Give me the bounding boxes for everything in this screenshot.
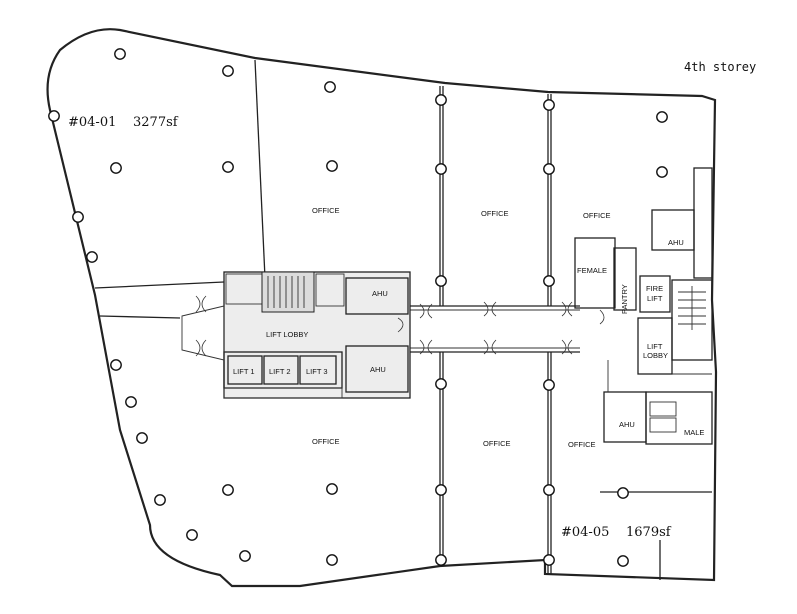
office-nc-label: OFFICE — [481, 209, 509, 218]
column-marker — [48, 110, 60, 122]
room-labels: OFFICE OFFICE OFFICE OFFICE OFFICE OFFIC… — [233, 206, 704, 449]
column-marker — [543, 163, 555, 175]
unit-id-04-05: #04-05 — [561, 525, 609, 540]
building-outline — [46, 28, 718, 588]
column-marker — [617, 555, 629, 567]
fire-lift-label-1: FIRE — [646, 284, 663, 293]
column-marker — [326, 554, 338, 566]
storey-label: 4th storey — [684, 60, 757, 74]
office-se-label: OFFICE — [568, 440, 596, 449]
column-marker — [543, 275, 555, 287]
column-marker — [125, 396, 137, 408]
column-marker — [239, 550, 251, 562]
female-label: FEMALE — [577, 266, 607, 275]
column-marker — [435, 163, 447, 175]
unit-area-04-05: 1679sf — [626, 525, 672, 540]
column-marker — [435, 484, 447, 496]
column-marker — [222, 484, 234, 496]
column-marker — [435, 554, 447, 566]
office-sw-label: OFFICE — [312, 437, 340, 446]
column-marker — [86, 251, 98, 263]
lift-2-label: LIFT 2 — [269, 367, 291, 376]
office-nw-label: OFFICE — [312, 206, 340, 215]
lift-3-label: LIFT 3 — [306, 367, 328, 376]
column-marker — [326, 160, 338, 172]
unit-id-04-01: #04-01 — [68, 115, 116, 130]
column-marker — [114, 48, 126, 60]
column-marker — [656, 111, 668, 123]
lift-1-label: LIFT 1 — [233, 367, 255, 376]
ahu-east-top-label: AHU — [668, 238, 684, 247]
column-marker — [617, 487, 629, 499]
column-marker — [326, 483, 338, 495]
column-marker — [435, 378, 447, 390]
column-marker — [110, 359, 122, 371]
office-ne-label: OFFICE — [583, 211, 611, 220]
column-marker — [435, 94, 447, 106]
doors — [195, 295, 605, 357]
column-marker — [72, 211, 84, 223]
column-marker — [543, 379, 555, 391]
east-lift-lobby-label-1: LIFT — [647, 342, 663, 351]
structural-columns — [48, 48, 668, 567]
column-marker — [186, 529, 198, 541]
column-marker — [110, 162, 122, 174]
column-marker — [656, 166, 668, 178]
unit-labels: #04-01 3277sf #04-05 1679sf — [68, 115, 672, 540]
ahu-core-bottom-label: AHU — [370, 365, 386, 374]
column-marker — [543, 554, 555, 566]
ahu-core-top-label: AHU — [372, 289, 388, 298]
column-marker — [222, 65, 234, 77]
fire-lift-label-2: LIFT — [647, 294, 663, 303]
column-marker — [324, 81, 336, 93]
east-core — [574, 167, 713, 445]
east-lift-lobby-label-2: LOBBY — [643, 351, 668, 360]
column-marker — [543, 99, 555, 111]
column-marker — [435, 275, 447, 287]
column-marker — [136, 432, 148, 444]
office-sc-label: OFFICE — [483, 439, 511, 448]
ahu-east-bottom-label: AHU — [619, 420, 635, 429]
male-label: MALE — [684, 428, 704, 437]
lift-lobby-main-label: LIFT LOBBY — [266, 330, 308, 339]
main-core — [181, 271, 411, 399]
column-marker — [222, 161, 234, 173]
column-marker — [154, 494, 166, 506]
column-marker — [543, 484, 555, 496]
unit-area-04-01: 3277sf — [133, 115, 179, 130]
pantry-label: PANTRY — [620, 284, 629, 314]
